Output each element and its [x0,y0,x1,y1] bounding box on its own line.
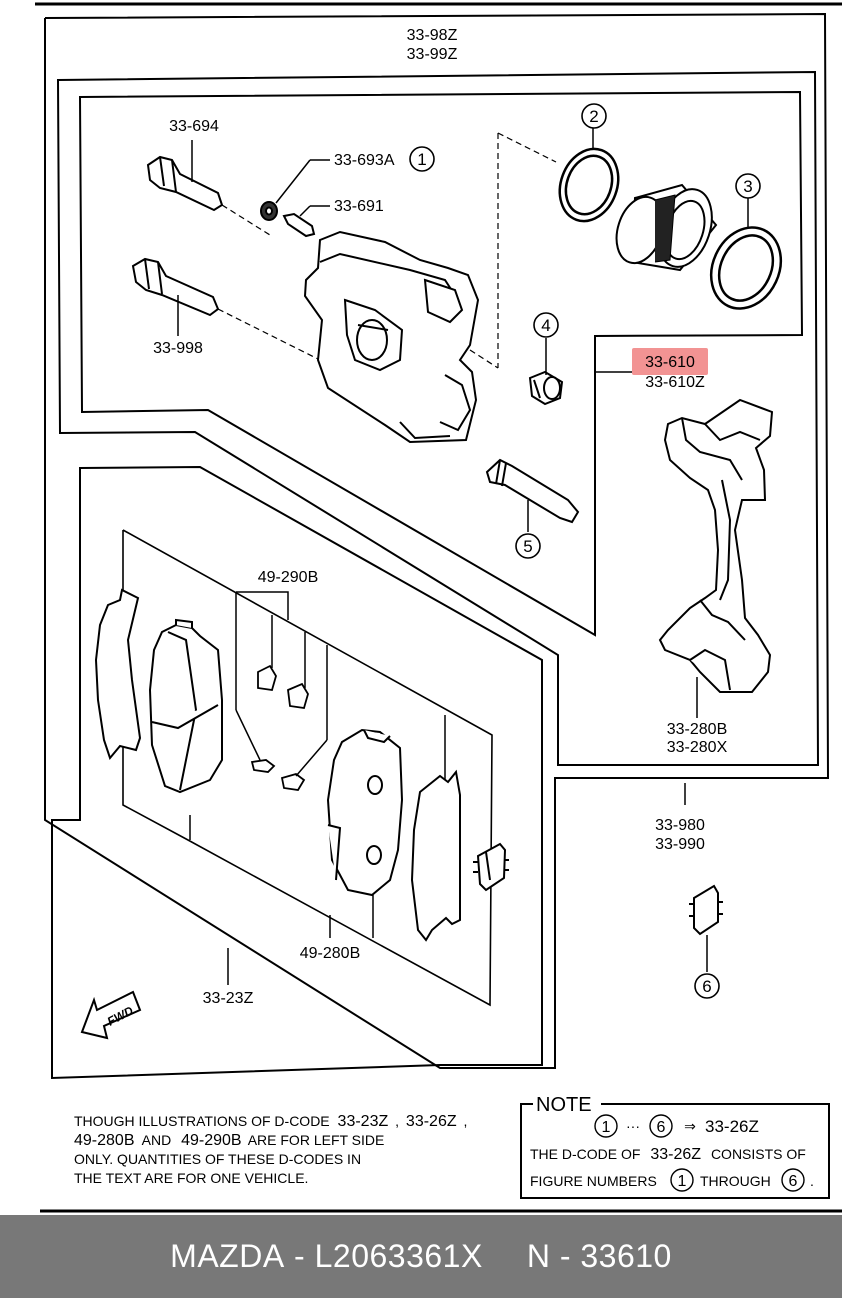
leader-49-290B [235,591,328,777]
footer-separator-2: - [550,1238,581,1274]
svg-text:THOUGH ILLUSTRATIONS OF D-CODE: THOUGH ILLUSTRATIONS OF D-CODE 33-23Z , … [74,1113,467,1130]
guide-bolt-upper-part [146,155,224,212]
wear-indicator-part [473,842,509,892]
callout-3: 3 [735,173,761,199]
part-info-footer: MAZDA - L2063361X N - 33610 [0,1215,842,1298]
bleeder-cap-part [260,201,278,221]
brake-pad-outer-left-part [148,618,223,794]
svg-text:⇒: ⇒ [684,1118,696,1134]
label-49-290B: 49-290B [258,569,319,586]
svg-text:1: 1 [417,150,426,169]
svg-text:1: 1 [602,1119,611,1136]
outer-assembly-frame [44,12,830,1069]
bleeder-screw-part [282,212,316,238]
leader-33-693A [275,159,311,204]
brake-caliper-exploded-diagram: FWD 1 2 3 4 5 6 33-98Z 33-99Z 33-694 33-… [35,2,842,1213]
left-note: THOUGH ILLUSTRATIONS OF D-CODE 33-23Z , … [74,1113,467,1186]
caliper-body-part [303,230,480,444]
svg-text:THROUGH: THROUGH [700,1173,771,1189]
dash-to-seal [497,132,557,163]
label-33-998: 33-998 [153,340,203,357]
caliper-frame-outer [56,70,820,766]
label-33-280X: 33-280X [667,739,728,756]
dash-33-998 [217,308,321,361]
dash-caliper-right [469,349,499,369]
label-33-610Z: 33-610Z [645,374,705,391]
shim-outer-left-part [94,588,142,761]
guide-pin-part [485,458,580,524]
note-title: NOTE [536,1094,592,1116]
pad-clips-part [250,664,309,791]
svg-text:4: 4 [541,316,550,335]
footer-separator: - [284,1238,315,1274]
note-box: NOTE 1 ··· 6 ⇒ 33-26Z THE D-CODE OF 33-2… [520,1093,830,1199]
brake-pad-inner-part [326,728,404,897]
label-33-980: 33-980 [655,817,705,834]
svg-text:THE TEXT ARE FOR ONE VEHICLE.: THE TEXT ARE FOR ONE VEHICLE. [74,1170,308,1186]
label-49-280B: 49-280B [300,945,361,962]
shim-inner-part [410,769,461,942]
footer-n-label: N [526,1238,551,1274]
label-33-99Z: 33-99Z [407,46,458,63]
caliper-bracket-part [658,398,774,693]
label-33-610: 33-610 [645,354,695,371]
label-33-691: 33-691 [334,198,384,215]
label-33-694: 33-694 [169,118,219,135]
svg-text:6: 6 [789,1173,798,1190]
label-33-98Z: 33-98Z [407,27,458,44]
leader-49-280B [189,715,446,938]
pad-group-frame [122,529,493,1007]
highlight-33-610 [632,348,708,375]
svg-text:3: 3 [743,177,752,196]
svg-text:5: 5 [523,537,532,556]
svg-text:FIGURE NUMBERS: FIGURE NUMBERS [530,1173,657,1189]
forward-direction-arrow-icon: FWD [80,990,142,1040]
footer-part-number: L2063361X [314,1238,483,1274]
guide-bolt-lower-part [131,257,220,317]
caliper-frame-inner [78,90,804,637]
callout-1: 1 [409,146,435,172]
footer-brand: MAZDA [170,1238,285,1274]
piston-boot-part [709,226,783,310]
label-33-23Z: 33-23Z [203,990,254,1007]
separate-wear-indicator-part [689,884,723,936]
callout-4: 4 [533,312,559,338]
svg-text:THE D-CODE OF 33-26Z: THE D-CODE OF 33-26Z CONSISTS OF [530,1146,806,1163]
svg-text:ONLY. QUANTITIES OF THESE D-CO: ONLY. QUANTITIES OF THESE D-CODES IN [74,1151,361,1167]
callout-5: 5 [515,533,541,559]
guide-boot-part [528,370,564,406]
svg-text:49-280B AND 49-290: 49-280B AND 49-290B ARE FOR LEFT SIDE [74,1132,384,1149]
callout-6: 6 [694,973,720,999]
svg-text:1: 1 [678,1173,687,1190]
footer-n-value: 33610 [580,1238,672,1274]
svg-text:6: 6 [702,977,711,996]
svg-text:···: ··· [626,1118,640,1134]
svg-text:33-26Z: 33-26Z [705,1117,759,1136]
svg-text:6: 6 [657,1119,666,1136]
piston-seal-part [558,147,620,223]
leader-33-691 [299,205,311,217]
callout-2: 2 [581,103,607,129]
piston-part [615,183,718,272]
svg-text:.: . [810,1173,814,1189]
svg-text:2: 2 [589,107,598,126]
label-33-693A: 33-693A [334,152,395,169]
label-33-990: 33-990 [655,836,705,853]
label-33-280B: 33-280B [667,721,728,738]
pad-set-frame [51,465,543,1080]
